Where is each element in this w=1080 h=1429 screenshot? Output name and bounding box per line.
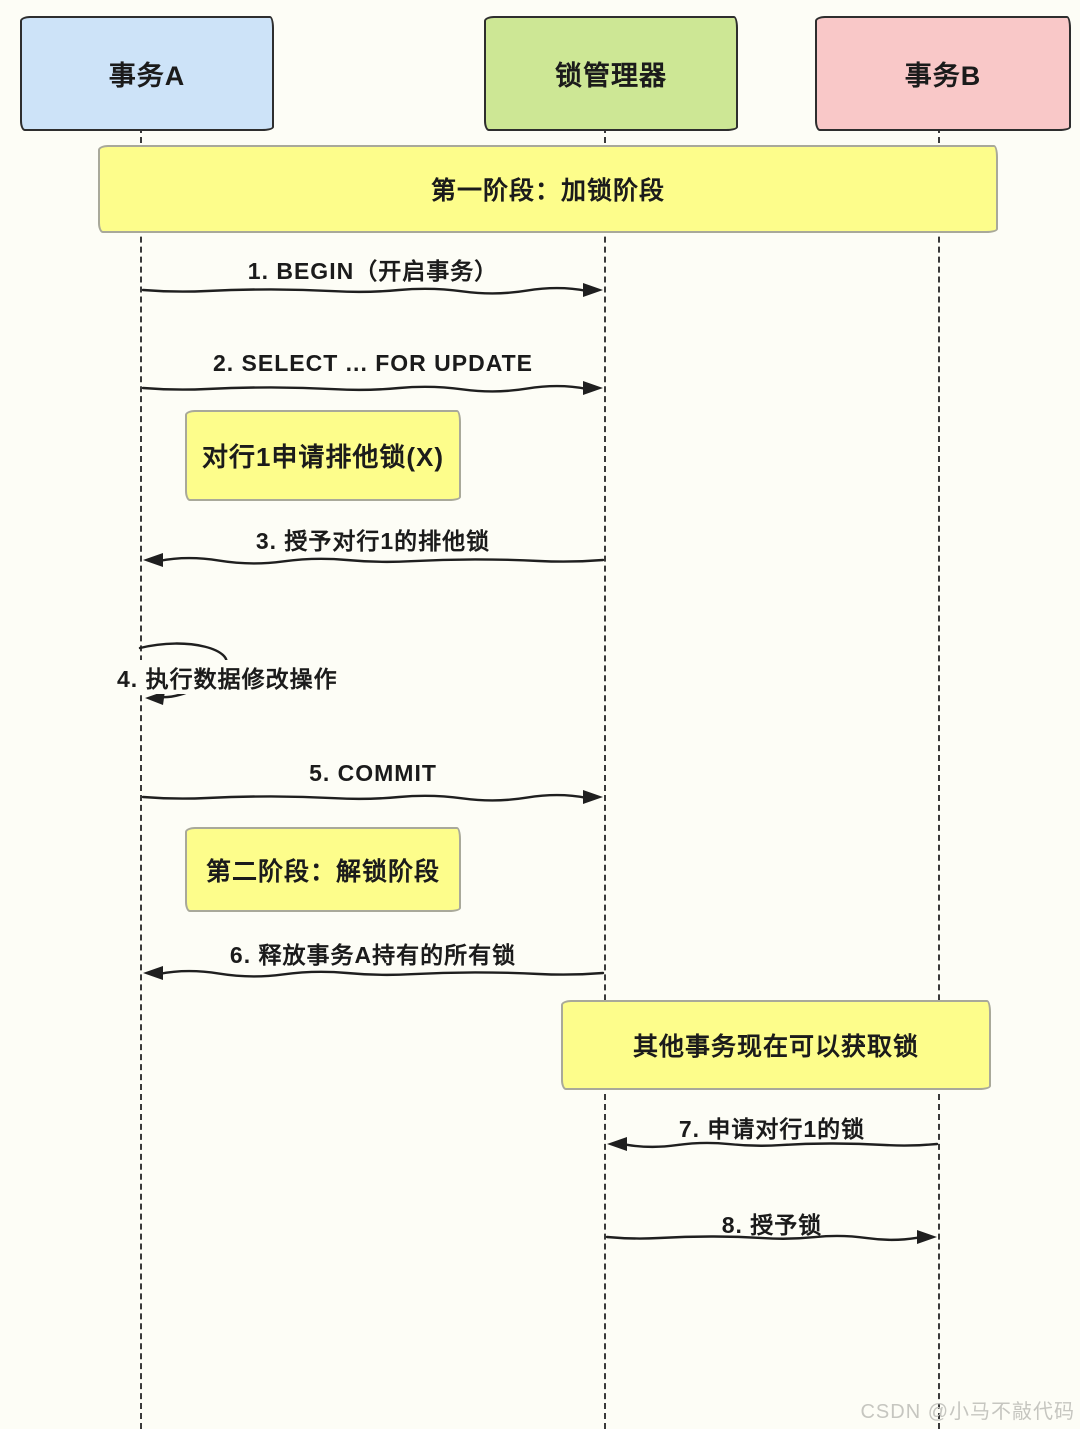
phase-banner-locking-label: 第一阶段：加锁阶段 (430, 177, 665, 205)
note-other-transactions: 其他事务现在可以获取锁 (561, 1000, 991, 1090)
message-1-label: 1. BEGIN（开启事务） (247, 258, 499, 284)
message-6-arrow (143, 966, 605, 980)
lifeline-transaction-a (140, 127, 142, 1429)
watermark: CSDN @小马不敲代码 (860, 1401, 1075, 1423)
message-7-label: 7. 申请对行1的锁 (678, 1116, 866, 1142)
actor-label-transaction-a: 事务A (108, 61, 186, 91)
phase-banner-unlocking-label: 第二阶段：解锁阶段 (205, 857, 440, 886)
message-2-label: 2. SELECT ... FOR UPDATE (212, 350, 534, 376)
note-request-exclusive-lock: 对行1申请排他锁(X) (185, 410, 461, 501)
message-4-label: 4. 执行数据修改操作 (114, 660, 341, 694)
message-5-arrow (141, 790, 603, 804)
message-6-label: 6. 释放事务A持有的所有锁 (229, 942, 517, 968)
phase-banner-locking: 第一阶段：加锁阶段 (98, 145, 998, 233)
actor-box-transaction-a: 事务A (20, 16, 274, 131)
message-8-label: 8. 授予锁 (721, 1212, 823, 1238)
actor-label-transaction-b: 事务B (904, 61, 982, 91)
lifeline-lock-manager (604, 127, 606, 1429)
message-7-arrow (607, 1137, 939, 1151)
note-other-transactions-label: 其他事务现在可以获取锁 (632, 1033, 919, 1061)
lifeline-transaction-b (938, 127, 940, 1429)
note-request-exclusive-lock-label: 对行1申请排他锁(X) (201, 442, 445, 472)
actor-label-lock-manager: 锁管理器 (555, 61, 667, 91)
actor-box-transaction-b: 事务B (815, 16, 1071, 131)
message-1-arrow (141, 283, 603, 297)
message-2-arrow (141, 381, 603, 395)
message-3-label: 3. 授予对行1的排他锁 (255, 528, 491, 554)
message-5-label: 5. COMMIT (309, 760, 437, 786)
actor-box-lock-manager: 锁管理器 (484, 16, 738, 131)
phase-banner-unlocking: 第二阶段：解锁阶段 (185, 827, 461, 912)
message-8-arrow (605, 1230, 937, 1244)
message-3-arrow (143, 553, 605, 567)
